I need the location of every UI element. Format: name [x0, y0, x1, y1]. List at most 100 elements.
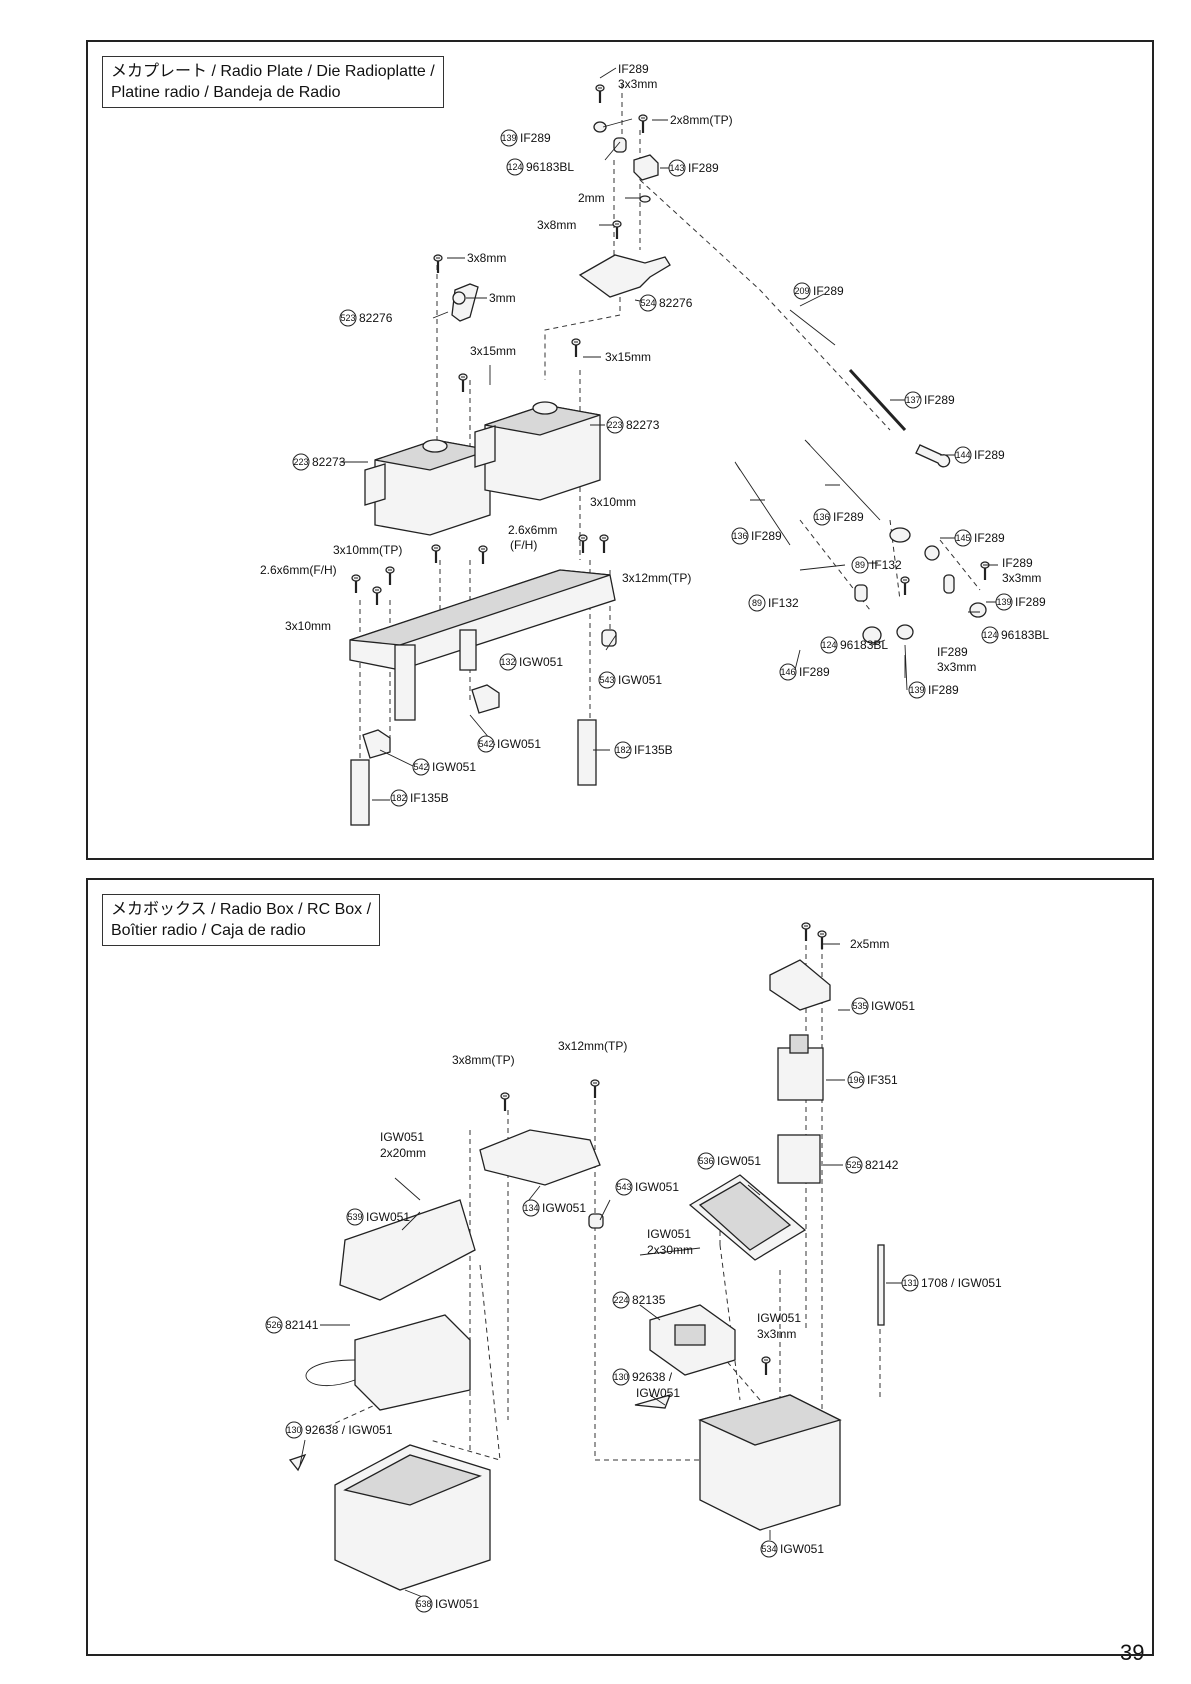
rod	[848, 368, 907, 432]
svg-text:IF132: IF132	[871, 558, 902, 572]
svg-text:134: 134	[523, 1203, 538, 1213]
receiver-box	[698, 1394, 842, 1531]
label-3x10mm: 3x10mm	[590, 495, 636, 509]
svg-text:82276: 82276	[359, 311, 393, 325]
svg-text:IF289: IF289	[751, 529, 782, 543]
label-3x8mm: 3x8mm	[467, 251, 506, 265]
mount-bracket	[362, 729, 391, 759]
svg-text:IGW051: IGW051	[635, 1180, 679, 1194]
radio-box-title-line1: メカボックス / Radio Box / RC Box /	[111, 901, 372, 918]
screw	[570, 337, 582, 359]
svg-text:82273: 82273	[626, 418, 660, 432]
screw	[384, 565, 396, 587]
svg-text:IF289: IF289	[1015, 595, 1046, 609]
svg-text:136: 136	[814, 512, 829, 522]
label-if289: IF289	[618, 62, 649, 76]
svg-text:IF289: IF289	[928, 683, 959, 697]
collar	[613, 137, 627, 153]
svg-text:223: 223	[607, 420, 622, 430]
screw	[800, 921, 812, 943]
svg-text:536: 536	[698, 1156, 713, 1166]
radio-box-panel: メカボックス / Radio Box / RC Box / Boîtier ra…	[86, 878, 1154, 1656]
svg-text:89: 89	[855, 560, 865, 570]
label-igw051: IGW051	[647, 1227, 691, 1241]
svg-text:1708 / IGW051: 1708 / IGW051	[921, 1276, 1002, 1290]
svg-text:IF132: IF132	[768, 596, 799, 610]
receiver-box-lid	[339, 1199, 476, 1301]
label-2.6x6fh: 2.6x6mm(F/H)	[260, 563, 337, 577]
screw	[371, 585, 383, 607]
radio-box-title-line2: Boîtier radio / Caja de radio	[111, 922, 306, 939]
label-3x3mm: 3x3mm	[1002, 571, 1041, 585]
svg-text:IF289: IF289	[799, 665, 830, 679]
svg-text:124: 124	[982, 630, 997, 640]
screw	[598, 533, 610, 555]
svg-text:IGW051: IGW051	[432, 760, 476, 774]
svg-text:96183BL: 96183BL	[840, 638, 888, 652]
rx-unit	[649, 1304, 736, 1376]
battery-box-lid	[688, 1174, 807, 1261]
stopper	[862, 626, 882, 644]
washer	[639, 195, 651, 203]
rod-end	[915, 444, 951, 468]
svg-text:139: 139	[996, 597, 1011, 607]
label-3x15mm: 3x15mm	[605, 350, 651, 364]
label-fh: (F/H)	[510, 538, 537, 552]
page-number: 39	[1120, 1640, 1145, 1665]
label-3x8tp: 3x8mm(TP)	[452, 1053, 515, 1067]
label-3x3mm: 3x3mm	[618, 77, 657, 91]
screw	[430, 543, 442, 565]
label-2mm: 2mm	[578, 191, 605, 205]
svg-text:539: 539	[347, 1212, 362, 1222]
svg-text:IGW051: IGW051	[717, 1154, 761, 1168]
svg-text:182: 182	[615, 745, 630, 755]
svg-text:182: 182	[391, 793, 406, 803]
ball-link	[889, 527, 911, 543]
svg-text:543: 543	[599, 675, 614, 685]
svg-text:542: 542	[413, 762, 428, 772]
svg-text:IF289: IF289	[924, 393, 955, 407]
svg-text:124: 124	[507, 162, 522, 172]
svg-text:IGW051: IGW051	[435, 1597, 479, 1611]
svg-text:523: 523	[340, 313, 355, 323]
svg-text:136: 136	[732, 531, 747, 541]
spacer	[588, 1213, 604, 1229]
radio-plate-panel: メカプレート / Radio Plate / Die Radioplatte /…	[86, 40, 1154, 860]
servo-horn	[578, 254, 671, 298]
svg-text:144: 144	[955, 450, 970, 460]
screw-long	[394, 1177, 421, 1201]
svg-text:196: 196	[848, 1075, 863, 1085]
label-2x30mm: 2x30mm	[647, 1243, 693, 1257]
svg-text:132: 132	[500, 657, 515, 667]
label-igw051: IGW051	[636, 1386, 680, 1400]
nut	[452, 291, 466, 305]
radio-box-title: メカボックス / Radio Box / RC Box / Boîtier ra…	[102, 894, 381, 946]
callout-139: 139 IF289	[995, 593, 1046, 611]
svg-text:IF135B: IF135B	[634, 743, 673, 757]
screw	[477, 544, 489, 566]
label-3x3mm: 3x3mm	[937, 660, 976, 674]
screw-long	[639, 1247, 701, 1256]
svg-text:82273: 82273	[312, 455, 346, 469]
spring	[789, 309, 836, 346]
post	[577, 719, 597, 786]
callout-523: 523 82276	[339, 309, 393, 327]
stopper	[924, 545, 940, 561]
throttle-servo	[364, 439, 491, 536]
clip	[288, 1453, 307, 1472]
rod-guide	[799, 564, 846, 571]
